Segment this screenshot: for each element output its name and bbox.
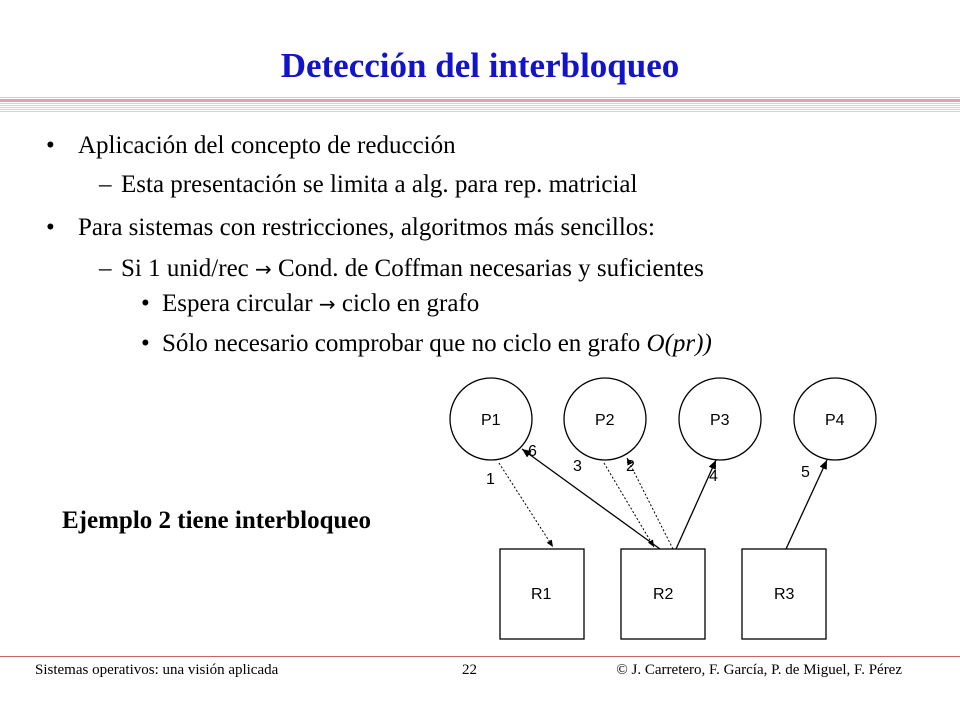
- example-caption: Ejemplo 2 tiene interbloqueo: [62, 507, 372, 534]
- edge-2-r2-to-p2: [626, 457, 674, 550]
- implies-arrow-icon: →: [255, 257, 272, 281]
- bullet-2-sub-1-sub-2-part-a: Sólo necesario comprobar que no ciclo en…: [162, 330, 641, 357]
- edge-1-p1-to-r1: [498, 462, 554, 548]
- bullet-2-sub-1-sub-1: Espera circular → ciclo en grafo: [162, 289, 479, 319]
- process-label: P3: [710, 412, 730, 429]
- process-node-p3: P3: [678, 377, 762, 461]
- edge-5-r3-to-p4: [785, 459, 828, 550]
- footer-divider: [0, 656, 960, 657]
- process-node-p2: P2: [563, 377, 647, 461]
- edge-3-p2-to-r2: [603, 462, 655, 548]
- bullet-2-sub-1-part-b: Cond. de Coffman necesarias y suficiente…: [278, 255, 704, 282]
- process-label: P2: [595, 412, 615, 429]
- edge-label-2: 2: [626, 458, 635, 475]
- slide-title: Detección del interbloqueo: [280, 46, 680, 85]
- bullet-marker: •: [46, 214, 55, 241]
- resource-node-r3: R3: [741, 548, 827, 640]
- dash-marker: –: [99, 171, 112, 198]
- bullet-2: Para sistemas con restricciones, algorit…: [78, 214, 655, 241]
- bullet-1: Aplicación del concepto de reducción: [78, 132, 456, 159]
- process-node-p4: P4: [793, 377, 877, 461]
- edge-label-5: 5: [801, 464, 810, 481]
- process-label: P4: [825, 412, 845, 429]
- edge-label-6: 6: [528, 443, 537, 460]
- dash-marker: –: [99, 255, 112, 282]
- bullet-marker: •: [141, 330, 150, 357]
- bullet-2-sub-1-sub-2: Sólo necesario comprobar que no ciclo en…: [162, 329, 712, 359]
- edge-4-r2-to-p3: [675, 459, 717, 550]
- resource-label: R3: [774, 586, 795, 603]
- bullet-marker: •: [46, 132, 55, 159]
- complexity-notation: O(pr)): [646, 330, 712, 357]
- bullet-1-sub-1: Esta presentación se limita a alg. para …: [121, 171, 638, 198]
- bullet-2-sub-1: Si 1 unid/rec → Cond. de Coffman necesar…: [121, 254, 704, 284]
- bullet-2-sub-1-sub-1-part-b: ciclo en grafo: [341, 290, 480, 317]
- resource-node-r2: R2: [620, 548, 706, 640]
- title-underline: [0, 99, 960, 102]
- edge-label-4: 4: [709, 468, 718, 485]
- footer-page-number: 22: [462, 662, 477, 678]
- implies-arrow-icon: →: [318, 292, 336, 316]
- edge-label-1: 1: [486, 471, 495, 488]
- edge-6-r2-to-p1: [521, 448, 661, 550]
- resource-node-r1: R1: [499, 548, 585, 640]
- footer-copyright: © J. Carretero, F. García, P. de Miguel,…: [616, 662, 902, 678]
- process-label: P1: [481, 412, 501, 429]
- resource-label: R2: [653, 586, 674, 603]
- bullet-2-sub-1-part-a: Si 1 unid/rec: [121, 255, 249, 282]
- process-node-p1: P1: [449, 377, 533, 461]
- resource-label: R1: [531, 586, 552, 603]
- bullet-2-sub-1-sub-1-part-a: Espera circular: [162, 290, 313, 317]
- bullet-marker: •: [141, 290, 150, 317]
- footer-book-title: Sistemas operativos: una visión aplicada: [35, 662, 279, 678]
- edge-label-3: 3: [573, 458, 582, 475]
